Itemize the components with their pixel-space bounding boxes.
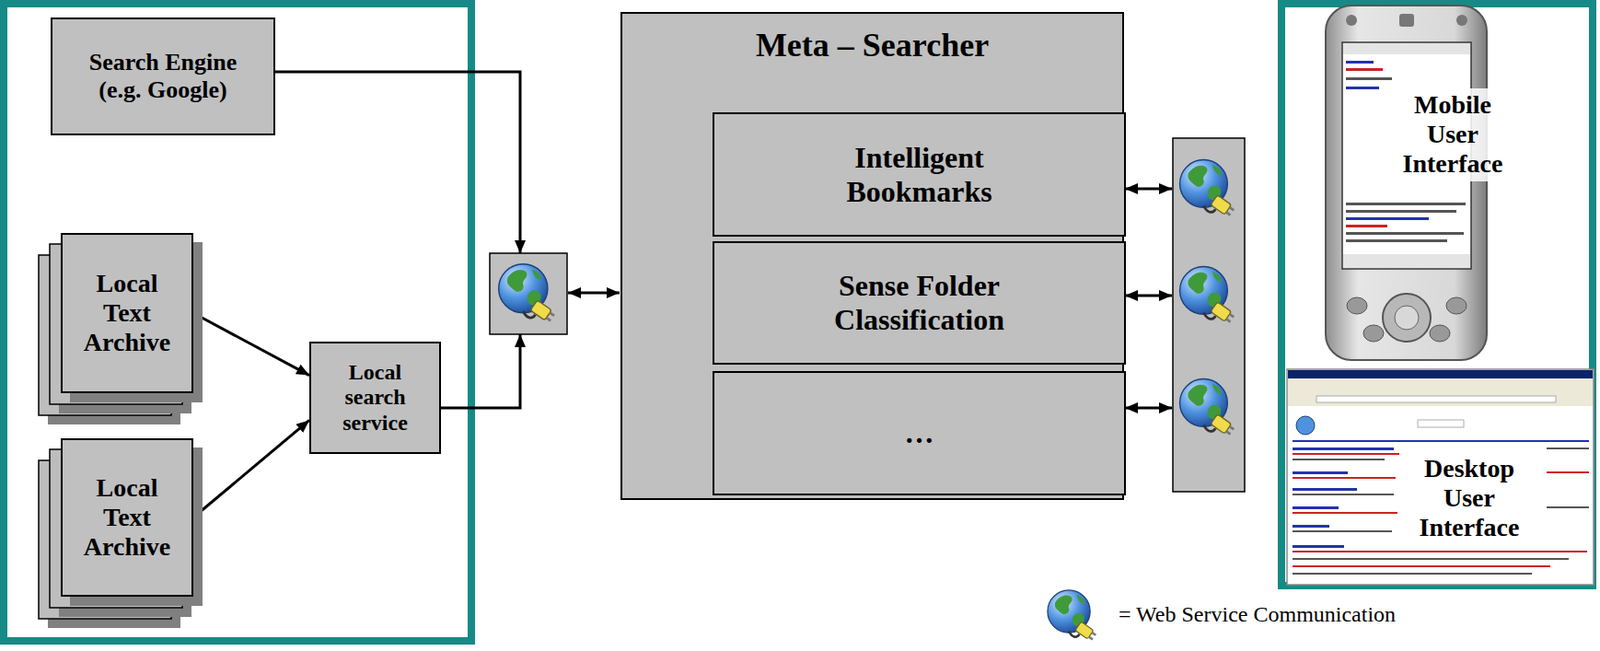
node-label: Intelligent Bookmarks: [804, 140, 1035, 209]
title-bar: [1287, 370, 1593, 379]
pda-button: [1446, 297, 1467, 314]
group-frame: [1281, 3, 1593, 586]
screen-line: [1345, 86, 1380, 90]
screen-line: [1546, 471, 1589, 474]
node-label: Meta – Searcher: [622, 26, 1123, 65]
legend-icon: [1047, 590, 1098, 642]
tool-bar: [1287, 378, 1593, 406]
pda-nav-pad: [1394, 305, 1419, 330]
node-label: Sense Folder Classification: [804, 268, 1035, 337]
connector-arrow: [193, 419, 310, 518]
pda-nav-pad: [1382, 293, 1431, 342]
node-label: …: [904, 416, 935, 451]
archive-box: Local Text Archive: [60, 438, 194, 597]
source-box: Search Engine (e.g. Google): [50, 17, 276, 136]
module-box: Intelligent Bookmarks: [712, 112, 1126, 237]
double-arrow: [1124, 406, 1172, 410]
module-box: …: [712, 371, 1126, 496]
logo: [1296, 416, 1315, 435]
screen-line: [1345, 217, 1429, 221]
screen-line: [1345, 231, 1464, 235]
group-frame: [3, 3, 472, 641]
screen-line: [1546, 447, 1589, 450]
screen-line: [1292, 565, 1551, 568]
web-service-icon: [1180, 266, 1237, 325]
node-label: Local Text Archive: [75, 268, 179, 359]
container-box: Meta – SearcherIntelligent BookmarksSens…: [620, 11, 1125, 500]
service-box: Local search service: [309, 341, 441, 454]
pda-button: [1456, 14, 1468, 26]
device-interface: Desktop User Interface: [1286, 369, 1597, 587]
screen-line: [1345, 202, 1466, 206]
pda-body: [1325, 5, 1487, 360]
screen-line: [1292, 530, 1392, 533]
web-service-icon: [1180, 160, 1237, 219]
screen-line: [1345, 239, 1448, 243]
pda-menu-bar: [1343, 43, 1471, 55]
screen-line: [1292, 471, 1348, 475]
node-label: Search Engine (e.g. Google): [65, 48, 261, 105]
address-bar: [1316, 395, 1556, 403]
screen-line: [1292, 572, 1532, 575]
screen-line: [1292, 506, 1339, 510]
screen-line: [1345, 60, 1374, 64]
browser-window: [1286, 369, 1594, 585]
screen-line: [1292, 550, 1588, 553]
screen-line: [1292, 447, 1394, 451]
double-arrow: [1124, 187, 1172, 191]
screen-line: [1345, 209, 1457, 213]
screen-line: [1345, 77, 1392, 81]
pda-button: [1345, 14, 1357, 26]
screen-line: [1292, 493, 1394, 496]
screen-line: [1292, 458, 1385, 461]
legend-text: = Web Service Communication: [1118, 602, 1396, 627]
double-arrow: [1124, 294, 1172, 298]
pda-button: [1399, 13, 1415, 27]
pda-button: [1429, 324, 1450, 342]
archive-box: Local Text Archive: [60, 232, 194, 394]
pda-button: [1363, 324, 1384, 342]
screen-line: [1292, 487, 1357, 491]
module-box: Sense Folder Classification: [712, 241, 1126, 365]
device-interface: Mobile User Interface: [1321, 2, 1524, 362]
screen-line: [1546, 506, 1589, 509]
service-box: [489, 253, 568, 335]
screen-line: [1345, 224, 1388, 228]
screen-line: [1292, 511, 1398, 514]
screen-line: [1292, 452, 1400, 455]
screen-line: [1292, 557, 1569, 560]
screen-line: [1292, 544, 1345, 548]
node-label: Local Text Archive: [75, 473, 179, 563]
node-label: Mobile User Interface: [1383, 88, 1522, 182]
web-service-icon: [498, 264, 557, 324]
rule: [1292, 440, 1589, 442]
screen-line: [1292, 524, 1330, 528]
node-label: Desktop User Interface: [1404, 452, 1534, 545]
pda-tool-bar: [1343, 254, 1471, 268]
node-label: Local search service: [324, 359, 427, 437]
arrow: [440, 334, 521, 408]
web-service-icon: [1180, 379, 1237, 438]
pda-button: [1346, 297, 1368, 314]
screen-line: [1345, 68, 1383, 71]
screen-line: [1292, 476, 1396, 479]
double-arrow: [568, 291, 620, 295]
arrow: [275, 71, 521, 254]
service-panel: [1172, 138, 1245, 492]
search-field: [1417, 419, 1464, 428]
connector-arrow: [193, 313, 310, 376]
